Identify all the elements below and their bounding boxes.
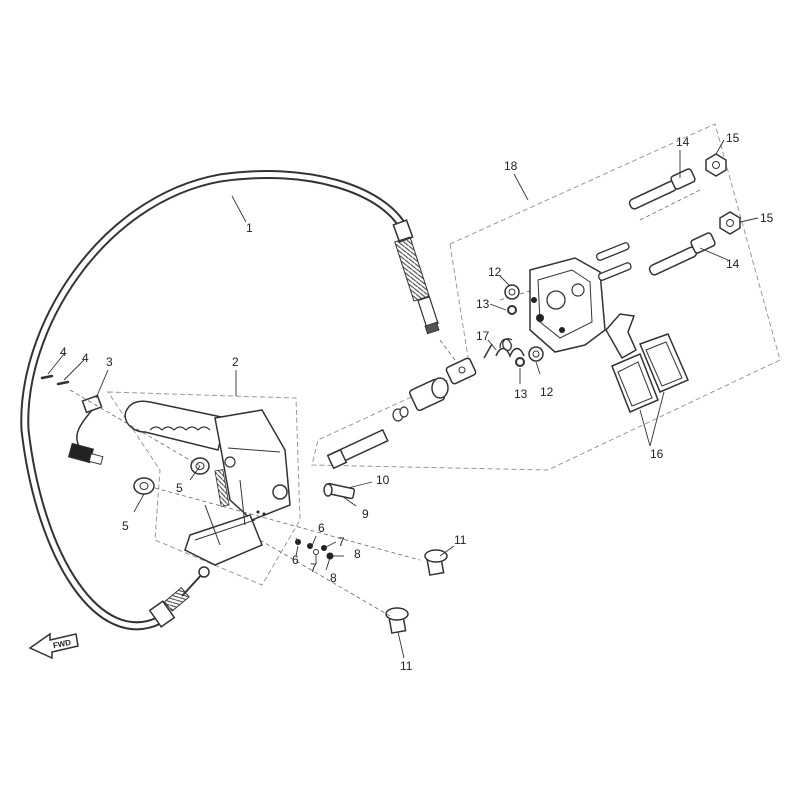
callout-1: 1 [246,221,253,235]
callout-5a: 5 [176,481,183,495]
adjuster-piston [408,357,477,412]
callout-2: 2 [232,355,239,369]
callout-13b: 13 [514,387,528,401]
caliper-body [529,257,606,353]
pivot-pin [323,482,356,500]
callout-8a: 8 [354,547,361,561]
guide-pin-14b [648,232,716,276]
fwd-direction-arrow: FWD [28,632,79,660]
callout-6a: 6 [318,521,325,535]
nut-13b [515,357,525,367]
callout-5b: 5 [122,519,129,533]
callout-labels: 1 2 3 4 4 5 5 6 6 7 7 8 8 9 10 11 11 12 … [60,131,774,673]
callout-10: 10 [376,473,390,487]
nut-15b [719,211,741,235]
callout-15b: 15 [760,211,774,225]
callout-14b: 14 [726,257,740,271]
screw-4a [40,374,54,380]
callout-4a: 4 [60,345,67,359]
callout-11b: 11 [400,659,413,673]
screw-4b [56,380,70,386]
fwd-label: FWD [52,638,72,651]
callout-15a: 15 [726,131,740,145]
callout-13a: 13 [476,297,490,311]
callout-14a: 14 [676,135,690,149]
callout-3: 3 [106,355,113,369]
slider-pin-a [595,242,630,261]
callout-7b: 7 [310,561,317,575]
parking-brake-lever [124,400,291,566]
washer-5b [133,477,155,495]
brake-cable [20,170,440,631]
brake-pad-a [611,353,659,413]
callout-16: 16 [650,447,664,461]
leader-lines [47,139,759,659]
callout-7a: 7 [338,535,345,549]
actuator-rod [326,406,409,470]
callout-18: 18 [504,159,518,173]
brake-pad-clip [605,313,637,360]
guide-pin-14a [628,168,696,210]
flange-bolt-11b [385,607,409,634]
callout-12a: 12 [488,265,502,279]
callout-9: 9 [362,507,369,521]
callout-17: 17 [476,329,490,343]
lever-assembly-outline [107,391,301,586]
washer-12b [528,346,544,362]
callout-11a: 11 [454,533,467,547]
callout-8b: 8 [330,571,337,585]
brake-switch [67,394,104,466]
brake-pad-b [639,333,689,393]
flange-bolt-11a [424,549,448,576]
callout-6b: 6 [292,553,299,567]
return-spring [483,338,525,359]
nut-15a [705,153,727,177]
washer-12a [504,284,520,300]
callout-4b: 4 [82,351,89,365]
slider-pin-b [597,262,632,281]
callout-12b: 12 [540,385,554,399]
nut-13a [507,305,517,315]
